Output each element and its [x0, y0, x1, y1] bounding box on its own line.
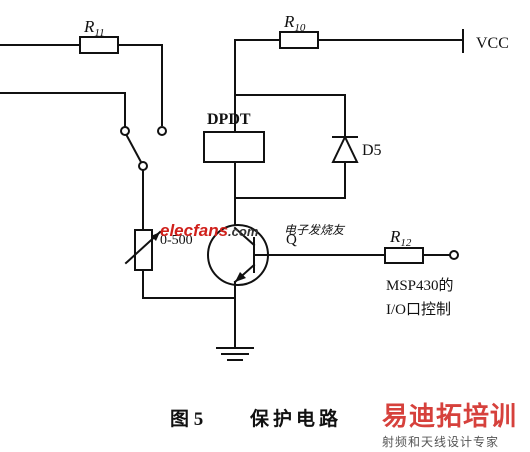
io-terminal: [449, 250, 459, 260]
edu-watermark: 易迪拓培训 射频和天线设计专家: [382, 401, 517, 449]
potentiometer: [124, 229, 236, 299]
relay-diode-loop: [234, 94, 346, 229]
svg-text:易迪拓培训: 易迪拓培训: [382, 401, 517, 431]
switch-contact-right: [157, 126, 167, 136]
supply-wires: [234, 29, 464, 96]
input-wires: [0, 44, 163, 127]
switch: [120, 126, 167, 231]
svg-text:电子发烧友: 电子发烧友: [284, 223, 346, 237]
resistor-r11: [79, 36, 119, 54]
transistor-q: [207, 224, 386, 349]
transistor-label: Q: [286, 232, 297, 248]
elecfans-watermark: elecfans.com 电子发烧友: [160, 221, 346, 240]
vcc-label: VCC: [476, 35, 509, 52]
switch-contact-left: [120, 126, 130, 136]
relay-label: DPDT: [207, 111, 251, 128]
pot-range-label: 0-500: [160, 233, 193, 248]
r11-label: R11: [83, 17, 105, 39]
switch-pivot: [138, 161, 148, 171]
diode-label: D5: [362, 142, 382, 159]
r10-label: R10: [283, 12, 306, 34]
io-label-line1: MSP430的: [386, 277, 454, 294]
ground-symbol: [216, 347, 254, 361]
figure-number: 图 5: [170, 408, 203, 430]
relay-coil: [203, 131, 265, 163]
io-label-line2: I/O口控制: [386, 301, 451, 318]
diode-d5: [331, 134, 359, 163]
svg-text:射频和天线设计专家: 射频和天线设计专家: [382, 434, 499, 449]
switch-blade: [125, 134, 143, 164]
figure-title: 保护电路: [249, 407, 342, 430]
r12-label: R12: [389, 227, 412, 249]
resistor-r10: [279, 31, 319, 49]
resistor-r12: [384, 247, 424, 264]
svg-text:elecfans.com: elecfans.com: [160, 221, 259, 240]
